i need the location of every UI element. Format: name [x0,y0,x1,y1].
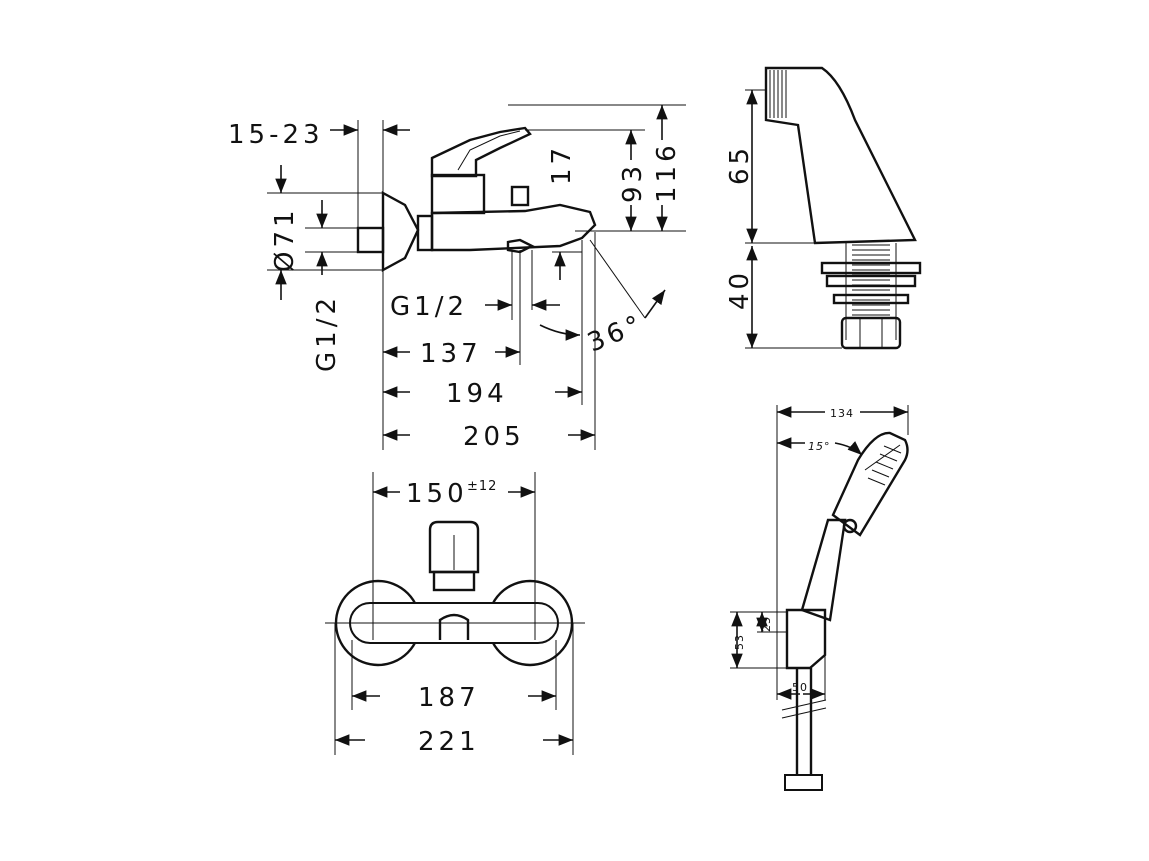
mixer-front-body [325,520,585,667]
deck-mixer-body [764,66,922,350]
front-dimension-lines [335,486,573,746]
dim-65: 65 [725,144,755,185]
dim-194: 194 [446,379,508,409]
shower-view: 134 15° 53 25 50 [730,405,909,791]
deck-view: 65 40 [725,66,922,350]
shower-dimension-lines [731,406,908,700]
dim-g12-left: G1/2 [312,294,342,372]
dim-137: 137 [420,339,482,369]
dim-134: 134 [830,407,854,420]
hatch-pattern [769,70,787,118]
dim-15-23: 15-23 [228,120,324,150]
hand-shower [781,431,909,791]
dim-53: 53 [733,634,746,650]
dim-150: 150 [406,479,468,509]
dim-116: 116 [652,141,682,203]
dim-36-degrees: 36° [583,309,648,359]
dim-221: 221 [418,727,480,757]
dim-25: 25 [760,616,773,632]
dim-150-tolerance: ±12 [467,479,497,494]
dim-50: 50 [792,681,808,694]
front-extension-lines [334,472,574,755]
dim-40: 40 [725,269,755,310]
threaded-rod [852,244,890,316]
dim-g12-bottom: G1/2 [390,292,468,322]
dim-15-degrees: 15° [808,440,831,453]
front-view: 150 ±12 187 221 [325,472,585,757]
side-dimension-lines [275,105,668,441]
dim-205: 205 [463,422,525,452]
spray-nozzles [867,445,902,486]
deck-extension-lines [745,89,842,349]
dim-93: 93 [618,162,648,203]
dim-17: 17 [547,144,577,185]
dim-diameter-71: Ø71 [270,206,300,272]
side-view: 15-23 Ø71 G1/2 G1/2 17 93 116 36° 137 19… [228,104,686,452]
dim-187: 187 [418,683,480,713]
